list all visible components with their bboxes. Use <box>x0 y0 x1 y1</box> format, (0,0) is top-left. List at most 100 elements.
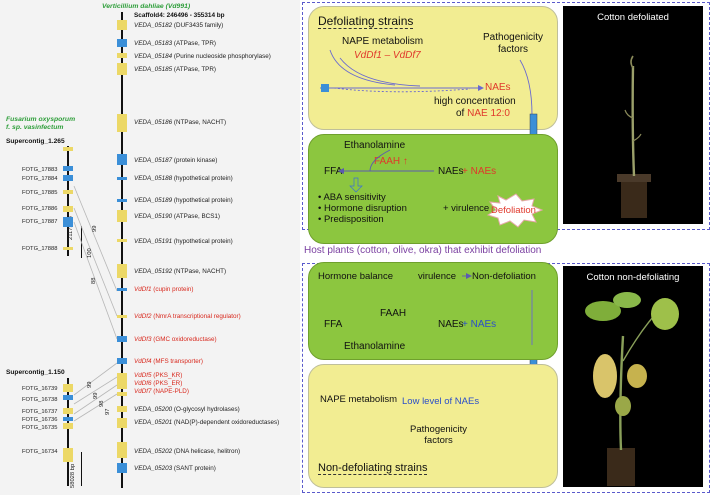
gene-desc: (NTPase, NACHT) <box>173 119 227 126</box>
pathogenicity-label: Pathogenicity factors <box>483 32 543 56</box>
gene-desc: (hypothetical protein) <box>173 175 233 182</box>
genome-panel: Verticillium dahliae (Vd991) Scaffold4: … <box>0 0 300 495</box>
gene-id: VdDf1 <box>134 286 152 293</box>
vd-gene-block <box>117 210 127 222</box>
naes-top-label: NAEs <box>485 82 511 93</box>
cotton-non-defoliating-title: Cotton non-defoliating <box>586 272 680 283</box>
fo-title-line1: Fusarium oxysporum <box>6 116 76 123</box>
vd-gene-block <box>117 20 127 30</box>
vd-gene-label: VdDf2 (NmrA transcriptional regulator) <box>134 313 241 320</box>
fotg-label: FOTG_16739 <box>22 386 58 392</box>
vd-gene-label: VdDf5 (PKS_KR) <box>134 372 182 379</box>
fotg-label: FOTG_17885 <box>22 190 58 196</box>
vd-gene-block <box>117 154 127 165</box>
cotton-defoliated-title: Cotton defoliated <box>597 12 669 23</box>
gene-desc: (MFS transporter) <box>153 358 203 365</box>
identity-98-bottom: 98 <box>99 400 105 407</box>
vd-gene-label: VEDA_05190 (ATPase, BCS1) <box>134 213 220 220</box>
effect-aba: • ABA sensitivity <box>318 192 386 203</box>
vd-gene-block <box>117 358 127 364</box>
gene-id: VEDA_05189 <box>134 197 173 204</box>
pathogenicity-text: Pathogenicity <box>483 32 544 43</box>
vd-gene-block <box>117 463 127 473</box>
pathogenicity-bottom-text: Pathogenicity <box>410 424 468 435</box>
gene-id: VEDA_05201 <box>134 419 173 426</box>
effect-predisposition: • Predisposition <box>318 214 384 225</box>
model-panel: Defoliating strains NAPE metabolism VdDf… <box>300 0 713 495</box>
vd-gene-label: VEDA_05192 (NTPase, NACHT) <box>134 268 226 275</box>
non-defoliating-strains-title: Non-defoliating strains <box>318 462 428 475</box>
fotg-label: FOTG_16735 <box>22 425 58 431</box>
vd-gene-block <box>117 442 127 458</box>
vd-gene-label: VEDA_05182 (DUF3435 family) <box>134 22 223 29</box>
fotg-label: FOTG_16738 <box>22 397 58 403</box>
cotton-defoliated-photo: Cotton defoliated <box>563 6 703 224</box>
gene-desc: (cupin protein) <box>153 286 194 293</box>
nape-metabolism-bottom-label: NAPE metabolism <box>320 394 398 405</box>
fo-gene-block <box>63 384 73 392</box>
vd-gene-label: VEDA_05202 (DNA helicase, helitron) <box>134 448 240 455</box>
vd-gene-block <box>117 392 127 396</box>
vd-gene-label: VdDf7 (NAPE-PLD) <box>134 388 189 395</box>
gene-id: VdDf7 <box>134 388 152 395</box>
vd-gene-label: VEDA_05183 (ATPase, TPR) <box>134 40 216 47</box>
gene-id: VEDA_05191 <box>134 238 173 245</box>
fotg-label: FOTG_16734 <box>22 449 58 455</box>
supercontig-2-label: Supercontig_1.150 <box>6 369 65 376</box>
gene-id: VEDA_05192 <box>134 268 173 275</box>
virulence-label: virulence <box>418 271 457 282</box>
ffa-label: FFA <box>324 166 343 177</box>
vd-gene-block <box>117 418 127 428</box>
of-text: of <box>456 108 465 119</box>
vd-gene-label: VEDA_05188 (hypothetical protein) <box>134 175 233 182</box>
non-defoliation-label: Non-defoliation <box>472 271 536 282</box>
vd-gene-block <box>117 114 127 132</box>
of-nae-label: of NAE 12:0 <box>456 108 510 119</box>
vd-gene-block <box>117 336 127 342</box>
fo-gene-block <box>63 448 73 462</box>
hormone-balance-label: Hormone balance <box>318 271 393 282</box>
gene-id: VEDA_05188 <box>134 175 173 182</box>
identity-88-top: 88 <box>91 277 97 284</box>
vd-gene-label: VdDf1 (cupin protein) <box>134 286 194 293</box>
non-defoliating-plant-image <box>585 292 679 486</box>
fo-gene-block <box>63 206 73 212</box>
gene-id: VdDf3 <box>134 336 152 343</box>
fo-gene-block <box>63 166 73 171</box>
gene-id: VEDA_05186 <box>134 119 173 126</box>
fo-gene-block <box>63 175 73 181</box>
gene-id: VdDf4 <box>134 358 152 365</box>
vd-gene-label: VEDA_05200 (O-glycosyl hydrolases) <box>134 406 240 413</box>
gene-id: VEDA_05184 <box>134 53 173 60</box>
plus-naes-bottom-label: + NAEs <box>462 319 497 330</box>
vd-gene-label: VEDA_05187 (protein kinase) <box>134 157 217 164</box>
gene-desc: (PKS_KR) <box>153 372 183 379</box>
fotg-label: FOTG_17887 <box>22 219 58 225</box>
gene-id: VEDA_05187 <box>134 157 173 164</box>
gene-id: VEDA_05190 <box>134 213 173 220</box>
vd-gene-label: VEDA_05189 (hypothetical protein) <box>134 197 233 204</box>
gene-id: VEDA_05203 <box>134 465 173 472</box>
gene-desc: (O-glycosyl hydrolases) <box>173 406 240 413</box>
vd-gene-label: VEDA_05185 (ATPase, TPR) <box>134 66 216 73</box>
plus-virulence-label: + virulence <box>443 203 490 214</box>
identity-97-bottom: 97 <box>105 408 111 415</box>
gene-desc: (SANT protein) <box>173 465 216 472</box>
vd-gene-label: VEDA_05203 (SANT protein) <box>134 465 216 472</box>
fo-contig-line-2 <box>67 378 69 486</box>
defoliation-label: Defoliation <box>491 205 536 216</box>
identity-99-bottom-b: 99 <box>93 392 99 399</box>
vd-gene-label: VEDA_05186 (NTPase, NACHT) <box>134 119 226 126</box>
fotg-label: FOTG_17886 <box>22 206 58 212</box>
high-concentration-label: high concentration <box>434 96 516 107</box>
gene-id: VdDf6 <box>134 380 152 387</box>
vd-scaffold-line <box>121 12 123 488</box>
vd-gene-block <box>117 264 127 278</box>
identity-99-top: 99 <box>92 225 98 232</box>
non-defoliation-host-box <box>308 262 558 360</box>
vd-gene-block <box>117 63 127 75</box>
naes-bottom-label: NAEs <box>438 319 464 330</box>
vd-gene-label: VEDA_05191 (hypothetical protein) <box>134 238 233 245</box>
gene-desc: (protein kinase) <box>173 157 218 164</box>
defoliation-burst <box>486 193 544 228</box>
